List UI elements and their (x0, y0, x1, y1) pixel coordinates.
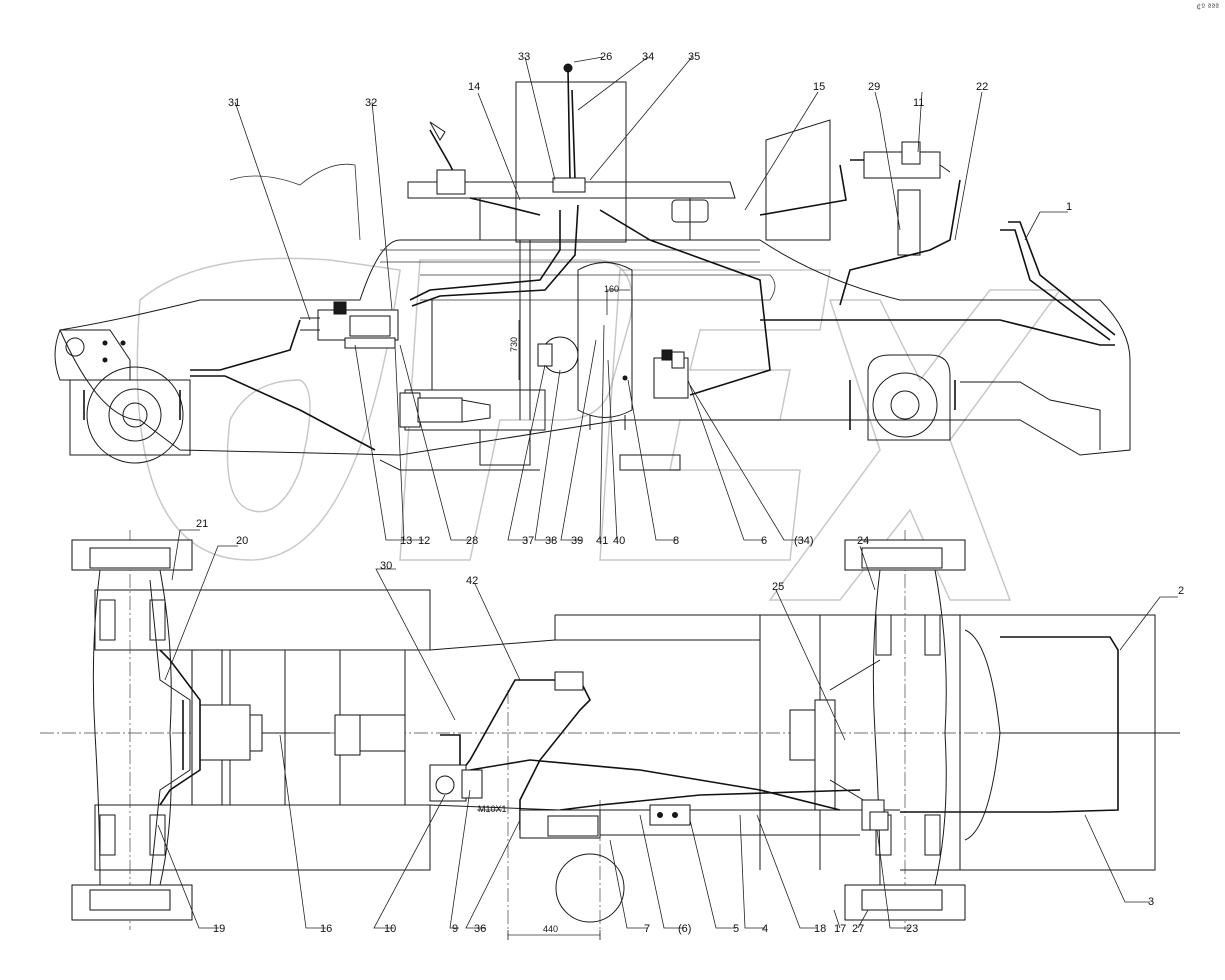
corner-mark: ¢º ªªª (1196, 2, 1219, 11)
air-tank (577, 262, 633, 430)
callout-3: 3 (1148, 896, 1154, 908)
callout-40: 40 (613, 535, 625, 547)
callout-26: 26 (600, 51, 612, 63)
callout-42: 42 (466, 575, 478, 587)
callout-1: 1 (1066, 201, 1072, 213)
callout-20: 20 (236, 535, 248, 547)
callout-8: 8 (673, 535, 679, 547)
callout-labels: 1 2 3 4 5 (6) 6 7 8 9 10 11 12 13 14 15 … (196, 51, 1184, 935)
callout-16: 16 (320, 923, 332, 935)
callout-9: 9 (452, 923, 458, 935)
upper-side-view (54, 63, 1131, 471)
callout-37: 37 (522, 535, 534, 547)
dimension-730: 730 (509, 337, 519, 352)
callout-30: 30 (380, 560, 392, 572)
callout-29: 29 (868, 81, 880, 93)
callout-11: 11 (913, 97, 924, 109)
callout-22: 22 (976, 81, 988, 93)
callout-25: 25 (772, 581, 784, 593)
callout-13: 13 (400, 535, 412, 547)
dimension-440: 440 (543, 924, 558, 934)
rear-hub-side (849, 354, 1101, 450)
callout-35: 35 (688, 51, 700, 63)
leader-lines (157, 56, 1178, 929)
callout-5: 5 (733, 923, 739, 935)
callout-33: 33 (518, 51, 530, 63)
callout-41: 41 (596, 535, 608, 547)
callout-15: 15 (813, 81, 825, 93)
callout-12: 12 (418, 535, 430, 547)
callout-7: 7 (644, 923, 650, 935)
callout-23: 23 (906, 923, 918, 935)
lower-plan-view (40, 530, 1180, 940)
thread-m10x1: M10X1 (478, 804, 507, 814)
callout-39: 39 (571, 535, 583, 547)
callout-27: 27 (852, 923, 864, 935)
callout-6a: (6) (678, 923, 691, 935)
callout-36: 36 (474, 923, 486, 935)
callout-34: 34 (642, 51, 654, 63)
callout-28: 28 (466, 535, 478, 547)
callout-18: 18 (814, 923, 826, 935)
dimension-160: 160 (604, 284, 619, 294)
callout-17: 17 (834, 923, 846, 935)
rear-axle (789, 539, 966, 921)
callout-2: 2 (1178, 585, 1184, 597)
callout-24: 24 (857, 535, 869, 547)
callout-4: 4 (762, 923, 768, 935)
callout-6b: 6 (761, 535, 767, 547)
callout-14: 14 (468, 81, 480, 93)
callout-19: 19 (213, 923, 225, 935)
callout-34b: (34) (794, 535, 814, 547)
callout-32: 32 (365, 97, 377, 109)
callout-10: 10 (384, 923, 396, 935)
front-axle (71, 539, 193, 921)
callout-38: 38 (545, 535, 557, 547)
front-hub-side (69, 366, 191, 464)
callout-31: 31 (228, 97, 240, 109)
callout-21: 21 (196, 518, 208, 530)
